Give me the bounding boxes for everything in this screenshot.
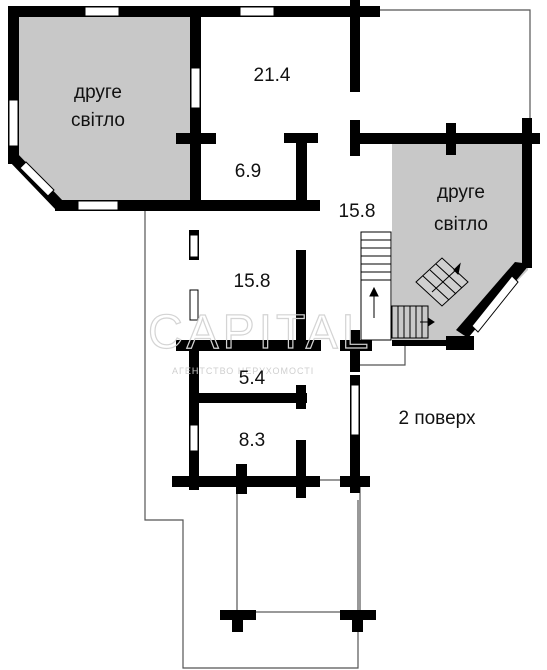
stairs xyxy=(360,231,469,341)
watermark-subtitle: АГЕНТСТВО НЕРУХОМОСТІ xyxy=(172,366,314,376)
second-light-right-area xyxy=(392,140,528,342)
floor-label: 2 поверх xyxy=(398,408,476,429)
room-label-second-light-left-1: друге xyxy=(74,82,122,103)
room-label-second-light-right-2: світло xyxy=(434,214,488,235)
room-label-second-light-left-2: світло xyxy=(71,110,125,131)
walls xyxy=(8,0,540,632)
second-light-left-area xyxy=(12,12,195,206)
room-area-15-8: 15.8 xyxy=(234,271,271,292)
room-label-second-light-right-1: друге xyxy=(437,182,485,203)
room-area-5-4: 5.4 xyxy=(239,368,266,389)
watermark-brand: CAPITAL xyxy=(148,306,373,359)
room-area-6-9: 6.9 xyxy=(235,161,261,182)
room-area-hall-15-8: 15.8 xyxy=(339,201,376,222)
windows xyxy=(8,6,519,452)
watermark: CAPITAL АГЕНТСТВО НЕРУХОМОСТІ xyxy=(147,305,373,376)
room-area-8-3: 8.3 xyxy=(239,430,265,451)
room-area-21-4: 21.4 xyxy=(254,65,291,86)
